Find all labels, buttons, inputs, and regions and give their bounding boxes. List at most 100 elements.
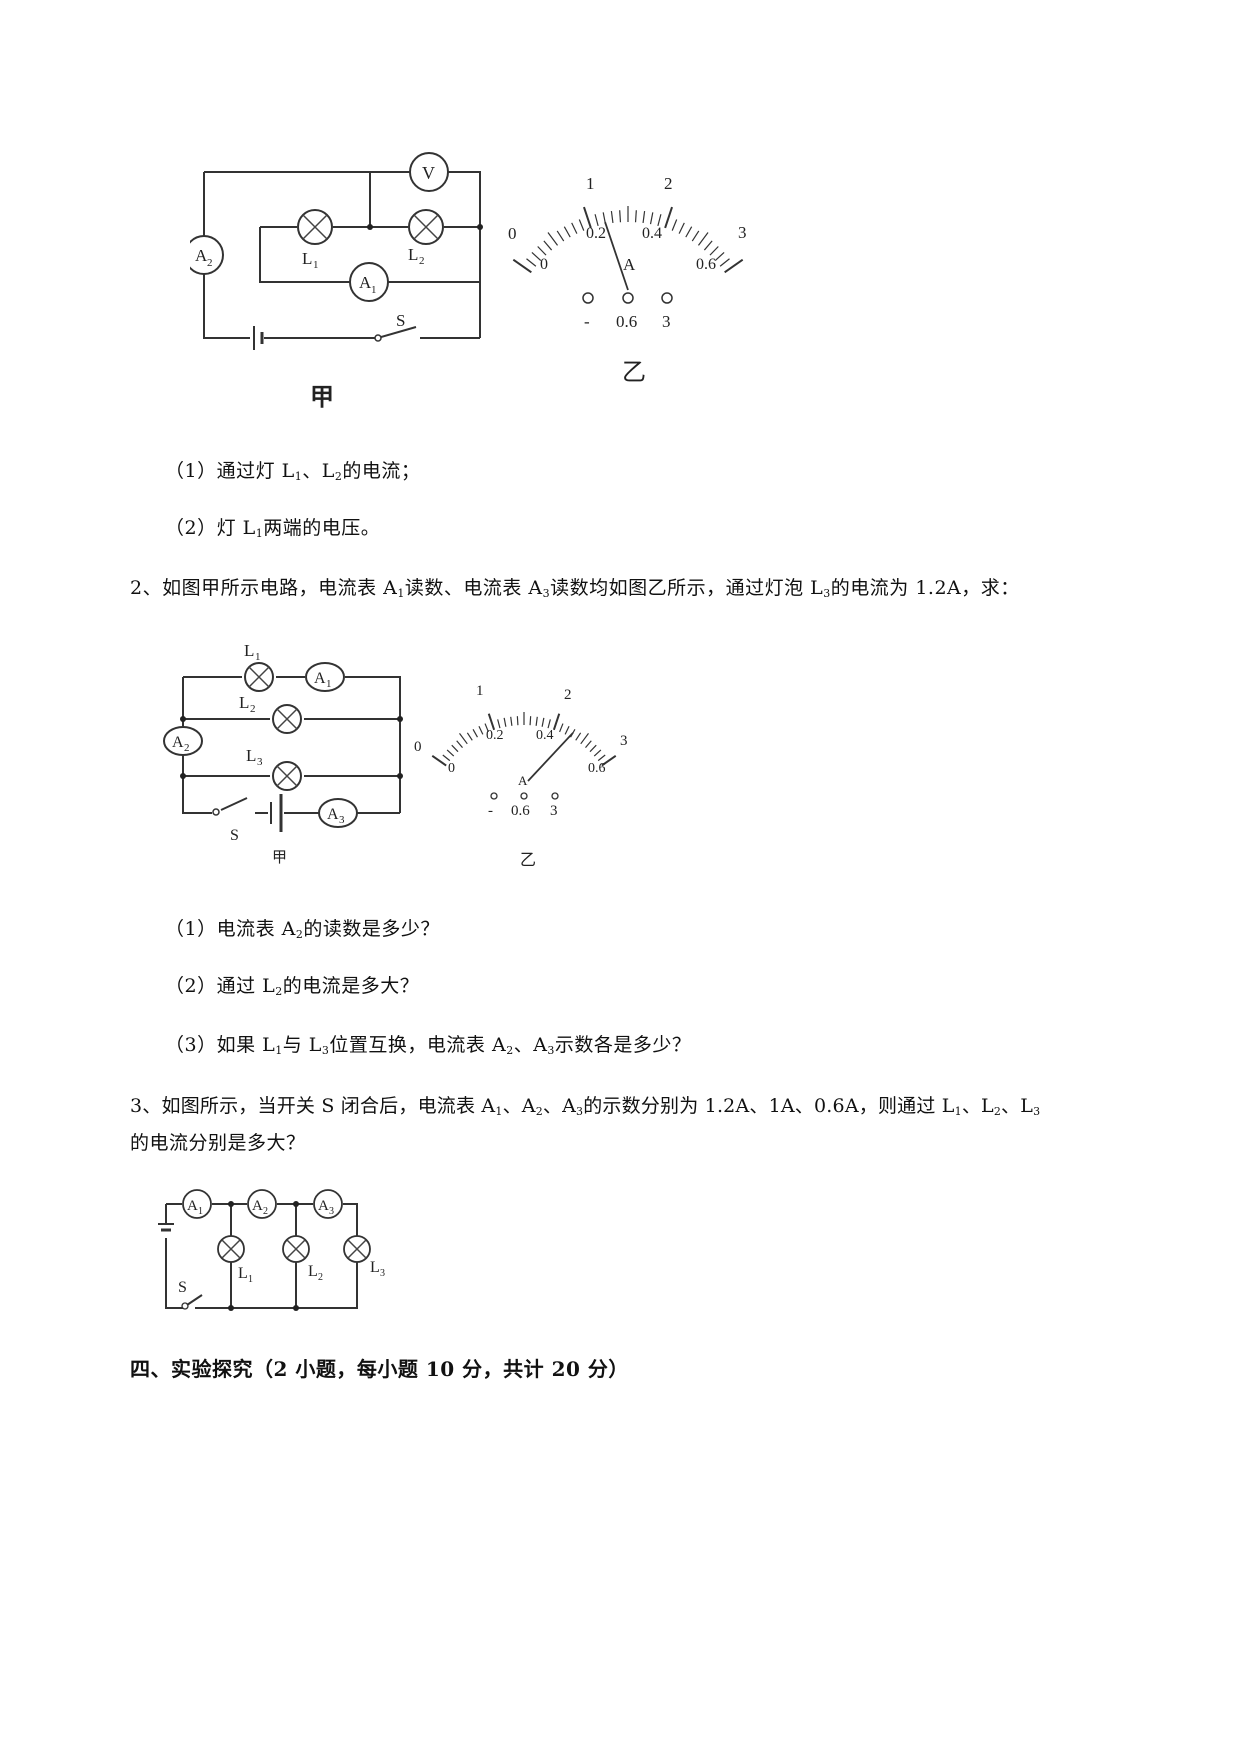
- svg-text:1: 1: [198, 1206, 203, 1217]
- svg-text:L: L: [308, 1263, 318, 1280]
- svg-text:0.6: 0.6: [511, 803, 530, 819]
- figure3-circuit: S A 1 A 2 A 3 L 1 L 2 L 3: [158, 1189, 385, 1311]
- scale-tick: [589, 744, 597, 753]
- figure2-circuit: S L 1 A 1 L 2 A 2 L 3 A 3 甲: [163, 641, 403, 866]
- scale-label: 0.2: [486, 728, 504, 743]
- scale-tick: [601, 754, 617, 767]
- scale-label: 0: [508, 224, 517, 243]
- scale-label: 0: [540, 256, 548, 273]
- scale-tick: [671, 219, 678, 231]
- caption-yi: 乙: [622, 360, 646, 386]
- scale-label: 1: [476, 683, 484, 699]
- svg-text:3: 3: [662, 312, 671, 331]
- lamp-l3: L 3: [343, 1235, 385, 1279]
- scale-tick: [678, 222, 685, 234]
- scale-tick: [619, 210, 622, 223]
- ammeter-a1: A 1: [182, 1189, 212, 1219]
- scale-tick: [593, 749, 602, 757]
- scale-label: 0.2: [586, 225, 606, 242]
- caption-jia: 甲: [272, 850, 287, 866]
- scale-tick: [583, 206, 592, 229]
- scale-label: 0.6: [588, 761, 606, 776]
- svg-text:1: 1: [371, 284, 377, 296]
- terminals: - 0.6 3: [488, 792, 559, 819]
- scale-tick: [526, 258, 537, 267]
- scale-tick: [512, 258, 532, 274]
- meter-needle: [527, 732, 574, 782]
- scale-tick: [664, 206, 673, 229]
- scale-tick: [487, 713, 496, 731]
- scale-tick: [691, 230, 700, 242]
- scale-tick: [466, 732, 473, 741]
- unit-label: A: [623, 255, 636, 274]
- meter-needle: [604, 221, 629, 291]
- svg-text:2: 2: [419, 255, 425, 267]
- scale-tick: [556, 230, 565, 242]
- scale-tick: [594, 214, 599, 226]
- svg-text:2: 2: [318, 1272, 323, 1283]
- svg-text:A: A: [195, 246, 208, 265]
- q2-sub2: （2）通过 L2的电流是多大？: [165, 975, 420, 998]
- svg-text:0.6: 0.6: [616, 312, 637, 331]
- svg-text:L: L: [408, 245, 418, 264]
- svg-text:2: 2: [207, 257, 213, 269]
- scale-tick: [446, 749, 455, 757]
- svg-text:L: L: [244, 641, 254, 660]
- scale-tick: [478, 726, 484, 735]
- svg-text:1: 1: [313, 259, 319, 271]
- lamp-l1: L 1: [217, 1235, 253, 1285]
- scale-tick: [459, 733, 468, 745]
- ammeter-a2: A 2: [247, 1189, 277, 1219]
- lamp-l2: L 2: [282, 1235, 323, 1283]
- scale-tick: [541, 717, 545, 727]
- scale-tick: [634, 210, 637, 223]
- q1-sub1: （1）通过灯 L1、L2的电流；: [165, 460, 421, 483]
- lamp-l2: L 2: [408, 209, 444, 267]
- scale-tick: [597, 754, 606, 762]
- scale-tick: [719, 258, 730, 267]
- caption-yi: 乙: [520, 852, 536, 869]
- scale-tick: [442, 754, 451, 762]
- q3-stem-line1: 3、如图所示，当开关 S 闭合后，电流表 A1、A2、A3的示数分别为 1.2A…: [130, 1095, 1041, 1118]
- scale-tick: [531, 252, 542, 261]
- ammeter-a1: A 1: [349, 262, 389, 302]
- scale-tick: [657, 214, 662, 226]
- scale-tick: [510, 716, 513, 726]
- ammeter-a2: A 2: [190, 235, 224, 275]
- scale-label: 3: [738, 223, 747, 242]
- q2-sub3: （3）如果 L1与 L3位置互换，电流表 A2、A3示数各是多少？: [165, 1034, 692, 1057]
- figure1-circuit: S A 2 V L 1 L 2 A 1 甲: [190, 152, 483, 411]
- scale-label: 2: [664, 174, 673, 193]
- scale-tick: [497, 719, 501, 729]
- svg-text:A: A: [359, 273, 372, 292]
- svg-text:L: L: [239, 693, 249, 712]
- figure2-ammeter-dial: 0 1 2 3 0 0.2 0.4 0.6 A - 0.6 3 乙: [414, 683, 628, 869]
- svg-text:1: 1: [248, 1274, 253, 1285]
- svg-text:3: 3: [339, 814, 345, 826]
- switch-label: S: [230, 827, 239, 844]
- scale-tick: [537, 246, 547, 256]
- lamp-l3: L 3: [246, 746, 302, 791]
- ammeter-a1: A 1: [305, 662, 345, 692]
- terminals: - 0.6 3: [582, 292, 673, 331]
- scale-tick: [559, 723, 564, 733]
- figure1-ammeter-dial: 0 1 2 3 0 0.2 0.4 0.6 A - 0.6 3 乙: [508, 174, 747, 386]
- lamp-l1: L 1: [297, 209, 333, 271]
- svg-text:A: A: [187, 1198, 198, 1214]
- scale-tick: [724, 258, 744, 274]
- q2-sub1: （1）电流表 A2的读数是多少？: [165, 918, 440, 941]
- svg-text:V: V: [422, 163, 435, 183]
- voltmeter: V: [409, 152, 449, 192]
- q3-stem-line2: 的电流分别是多大？: [130, 1132, 306, 1154]
- svg-text:-: -: [584, 312, 590, 331]
- scale-tick: [529, 716, 532, 726]
- scale-tick: [685, 226, 693, 238]
- scale-label: 0.6: [696, 256, 716, 273]
- ammeter-a3: A 3: [313, 1189, 343, 1219]
- scale-tick: [543, 240, 553, 251]
- lamp-l2: L 2: [239, 693, 302, 734]
- svg-text:2: 2: [184, 742, 190, 754]
- scale-tick: [516, 716, 519, 726]
- svg-text:L: L: [302, 249, 312, 268]
- scale-label: 0: [448, 761, 455, 776]
